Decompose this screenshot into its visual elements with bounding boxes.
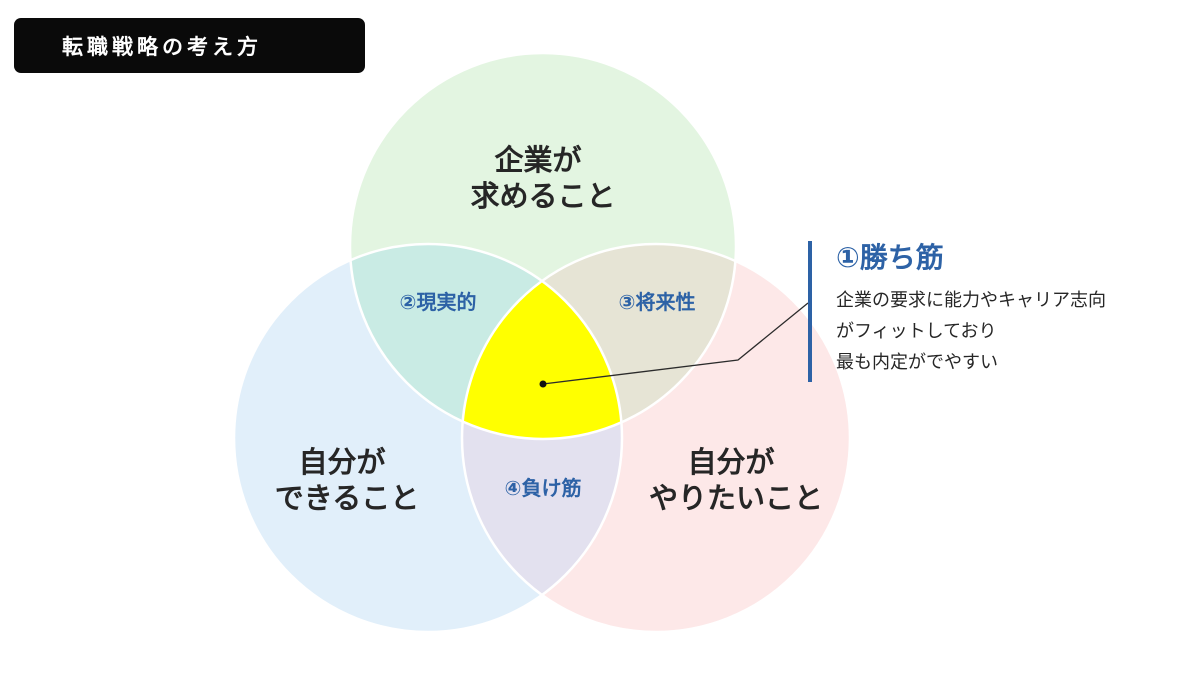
overlap-center	[462, 244, 622, 439]
title-badge: 転職戦略の考え方	[14, 18, 365, 73]
overlap-label-losing: ④負け筋	[505, 476, 582, 500]
callout-line: 企業の要求に能力やキャリア志向	[836, 290, 1106, 311]
circle-right-outline	[460, 242, 852, 634]
callout-title: ①勝ち筋	[836, 241, 944, 274]
callout: ①勝ち筋 企業の要求に能力やキャリア志向 がフィットしており 最も内定がでやすい	[808, 241, 1188, 382]
page-title: 転職戦略の考え方	[62, 34, 262, 59]
callout-line: 最も内定がでやすい	[836, 352, 998, 373]
circle-top-label: 企業が 求めること	[470, 143, 615, 213]
circle-left-label: 自分が できること	[275, 445, 419, 515]
overlap-label-realistic: ②現実的	[400, 290, 477, 314]
circle-left-outline	[232, 242, 624, 634]
overlap-label-future: ③将来性	[619, 290, 696, 314]
callout-body: 企業の要求に能力やキャリア志向 がフィットしており 最も内定がでやすい	[836, 285, 1188, 378]
circle-right-label: 自分が やりたいこと	[649, 445, 823, 515]
center-dot	[539, 380, 547, 388]
callout-leader-line	[542, 302, 809, 385]
circle-top-outline	[348, 51, 738, 441]
callout-line: がフィットしており	[836, 321, 997, 342]
